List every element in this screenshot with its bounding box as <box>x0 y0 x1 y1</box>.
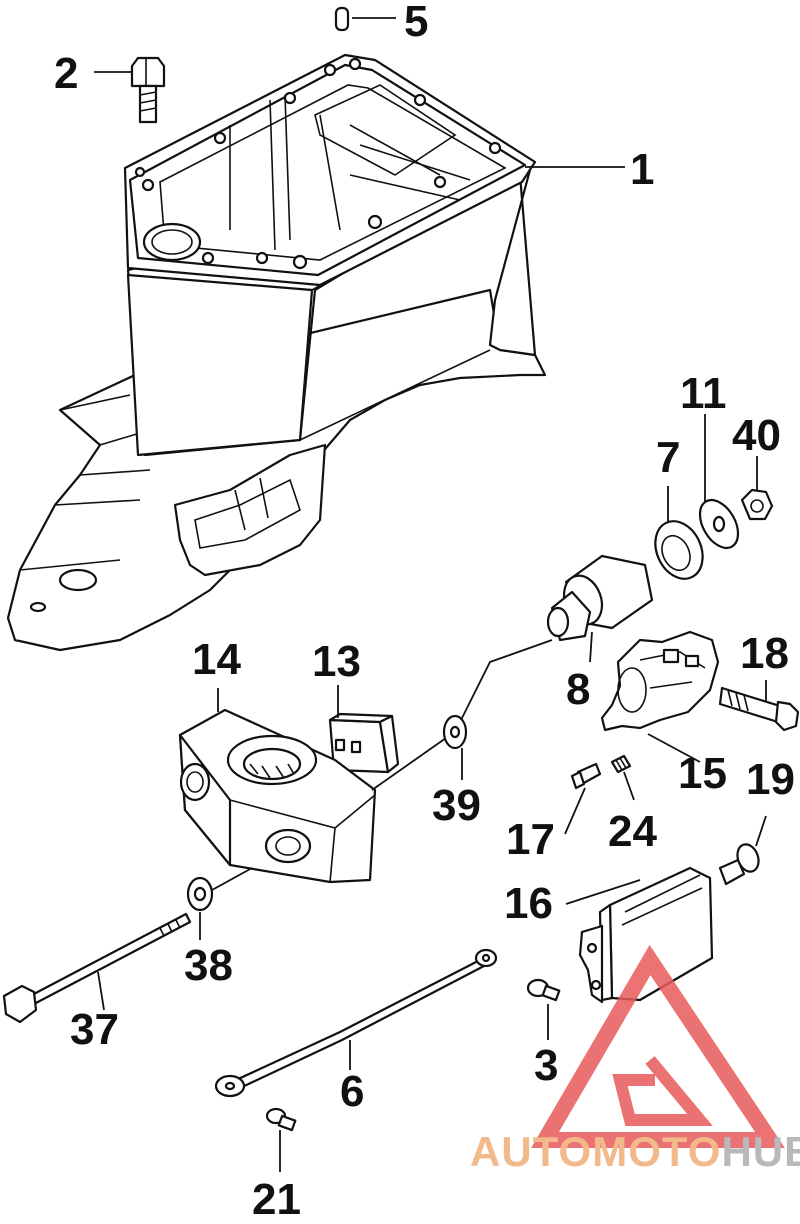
hex-screw-top-part <box>130 56 166 124</box>
callout-24: 24 <box>608 807 657 856</box>
washer-large-part <box>654 520 704 580</box>
ground-plate-part <box>328 712 400 774</box>
callout-21: 21 <box>252 1175 301 1224</box>
small-washer-part <box>442 714 468 750</box>
lower-mount-bracket-part <box>178 708 377 884</box>
grease-fitting-part <box>570 762 602 790</box>
watermark-text-part1: AUTOMOTO <box>470 1128 722 1175</box>
callout-37: 37 <box>70 1005 119 1054</box>
set-screw-part <box>610 754 632 774</box>
long-bolt-part <box>2 912 192 1024</box>
watermark-logo <box>531 944 785 1148</box>
link-screw-part <box>265 1107 297 1132</box>
callout-2: 2 <box>54 49 79 98</box>
mount-clamp-part <box>600 630 720 732</box>
small-screw-bracket-part <box>526 978 561 1002</box>
watermark-text: AUTOMOTOHUB <box>470 1128 800 1176</box>
callout-11: 11 <box>680 369 727 418</box>
callout-38: 38 <box>184 941 233 990</box>
callout-1: 1 <box>630 145 655 194</box>
callout-7: 7 <box>656 433 681 482</box>
callout-3: 3 <box>534 1041 559 1090</box>
callout-18: 18 <box>740 629 789 678</box>
callout-14: 14 <box>192 635 241 684</box>
housing-part <box>6 53 547 652</box>
callout-5: 5 <box>404 0 429 46</box>
callout-40: 40 <box>732 411 781 460</box>
rubber-mount-part <box>546 554 654 642</box>
callout-8: 8 <box>566 665 591 714</box>
bolt-washer-part <box>186 876 214 912</box>
dowel-pin-part <box>334 6 350 32</box>
clamp-bolt-part <box>718 686 800 732</box>
callout-16: 16 <box>504 879 553 928</box>
callout-6: 6 <box>340 1067 365 1116</box>
callout-15: 15 <box>678 749 727 798</box>
watermark-text-part2: HUB <box>721 1128 800 1175</box>
shift-rod-link-part <box>214 948 498 1098</box>
callout-17: 17 <box>506 815 555 864</box>
callout-13: 13 <box>312 637 361 686</box>
callout-19: 19 <box>746 755 795 804</box>
cover-screw-part <box>718 843 760 886</box>
flat-washer-part <box>698 499 740 549</box>
callout-39: 39 <box>432 781 481 830</box>
hex-nut-part <box>740 488 774 521</box>
cover-plate-part <box>578 866 714 1004</box>
